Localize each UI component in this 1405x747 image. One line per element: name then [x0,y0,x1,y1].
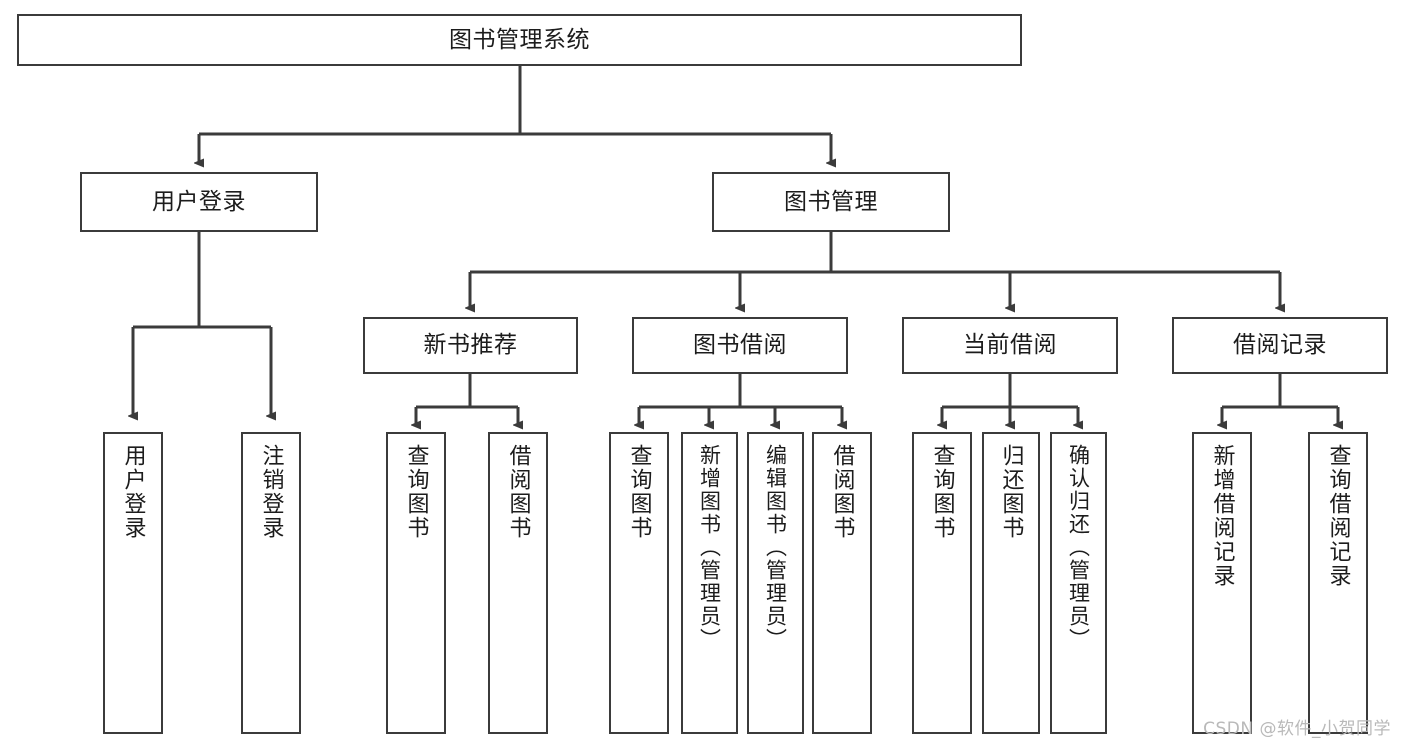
leaf-borrow-record-query[interactable]: 查询借阅记录 [1308,432,1368,734]
leaf-borrow-record-add-label: 新增借阅记录 [1209,444,1235,588]
node-user-login-label: 用户登录 [152,188,246,215]
leaf-user-login-signin-label: 用户登录 [120,444,146,540]
leaf-current-borrow-return-label: 归还图书 [998,444,1024,540]
node-current-borrow-label: 当前借阅 [963,332,1057,359]
leaf-current-borrow-query-label: 查询图书 [929,444,955,540]
leaf-book-borrow-add-label: 新增图书（管理员） [697,444,722,651]
leaf-user-login-signout-label: 注销登录 [258,444,284,540]
node-book-management[interactable]: 图书管理 [712,172,950,232]
node-new-book-recommend-label: 新书推荐 [423,332,518,359]
leaf-new-book-borrow-label: 借阅图书 [505,444,531,540]
leaf-new-book-query[interactable]: 查询图书 [386,432,446,734]
node-book-borrow[interactable]: 图书借阅 [632,317,848,374]
node-root-label: 图书管理系统 [449,26,590,53]
node-user-login[interactable]: 用户登录 [80,172,318,232]
leaf-current-borrow-return[interactable]: 归还图书 [982,432,1040,734]
leaf-book-borrow-borrow-label: 借阅图书 [829,444,855,540]
leaf-current-borrow-confirm-label: 确认归还（管理员） [1066,444,1091,651]
node-book-borrow-label: 图书借阅 [693,332,787,359]
leaf-book-borrow-query[interactable]: 查询图书 [609,432,669,734]
leaf-borrow-record-add[interactable]: 新增借阅记录 [1192,432,1252,734]
leaf-borrow-record-query-label: 查询借阅记录 [1325,444,1351,588]
leaf-user-login-signout[interactable]: 注销登录 [241,432,301,734]
node-book-management-label: 图书管理 [784,188,878,215]
leaf-current-borrow-query[interactable]: 查询图书 [912,432,972,734]
node-root[interactable]: 图书管理系统 [17,14,1022,66]
node-current-borrow[interactable]: 当前借阅 [902,317,1118,374]
leaf-book-borrow-add[interactable]: 新增图书（管理员） [681,432,738,734]
leaf-book-borrow-query-label: 查询图书 [626,444,652,540]
leaf-book-borrow-edit-label: 编辑图书（管理员） [763,444,788,651]
leaf-current-borrow-confirm[interactable]: 确认归还（管理员） [1050,432,1107,734]
node-borrow-record-label: 借阅记录 [1233,332,1327,359]
leaf-new-book-borrow[interactable]: 借阅图书 [488,432,548,734]
node-new-book-recommend[interactable]: 新书推荐 [363,317,578,374]
leaf-book-borrow-borrow[interactable]: 借阅图书 [812,432,872,734]
node-borrow-record[interactable]: 借阅记录 [1172,317,1388,374]
leaf-user-login-signin[interactable]: 用户登录 [103,432,163,734]
leaf-new-book-query-label: 查询图书 [403,444,429,540]
leaf-book-borrow-edit[interactable]: 编辑图书（管理员） [747,432,804,734]
